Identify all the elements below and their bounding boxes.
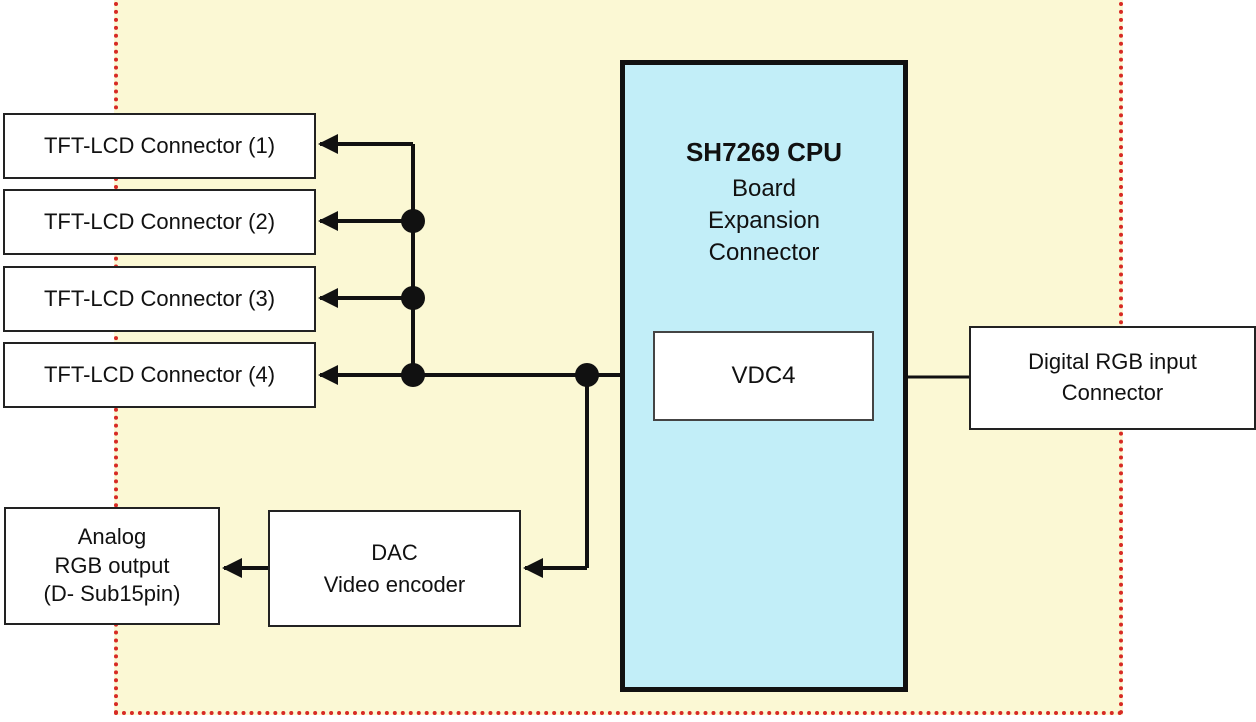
cpu-subtitle-line: Expansion	[707, 206, 821, 234]
dac-video-encoder: DAC Video encoder	[268, 510, 521, 627]
lcd-connector-label: TFT-LCD Connector (3)	[43, 285, 276, 311]
tft-lcd-connector-4: TFT-LCD Connector (4)	[3, 342, 316, 408]
analog-rgb-output: Analog RGB output (D- Sub15pin)	[4, 507, 220, 625]
analog-line: RGB output	[54, 552, 170, 578]
tft-lcd-connector-1: TFT-LCD Connector (1)	[3, 113, 316, 179]
cpu-subtitle: Board Expansion Connector	[625, 173, 903, 269]
vdc4-label: VDC4	[731, 362, 796, 390]
analog-line: Analog	[77, 524, 147, 550]
cpu-subtitle-line: Connector	[708, 238, 820, 266]
cpu-title: SH7269 CPU	[685, 137, 843, 167]
dac-line: Video encoder	[323, 571, 466, 597]
vdc4-block: VDC4	[653, 331, 874, 421]
lcd-connector-label: TFT-LCD Connector (4)	[43, 361, 276, 387]
digital-rgb-input-connector: Digital RGB input Connector	[969, 326, 1256, 430]
cpu-subtitle-line: Board	[731, 175, 797, 202]
tft-lcd-connector-3: TFT-LCD Connector (3)	[3, 266, 316, 332]
rgb-input-line: Digital RGB input	[1028, 349, 1197, 375]
analog-line: (D- Sub15pin)	[43, 581, 181, 607]
lcd-connector-label: TFT-LCD Connector (1)	[43, 132, 276, 158]
dac-line: DAC	[371, 539, 418, 565]
rgb-input-line: Connector	[1061, 380, 1164, 405]
lcd-connector-label: TFT-LCD Connector (2)	[43, 208, 276, 234]
tft-lcd-connector-2: TFT-LCD Connector (2)	[3, 189, 316, 255]
